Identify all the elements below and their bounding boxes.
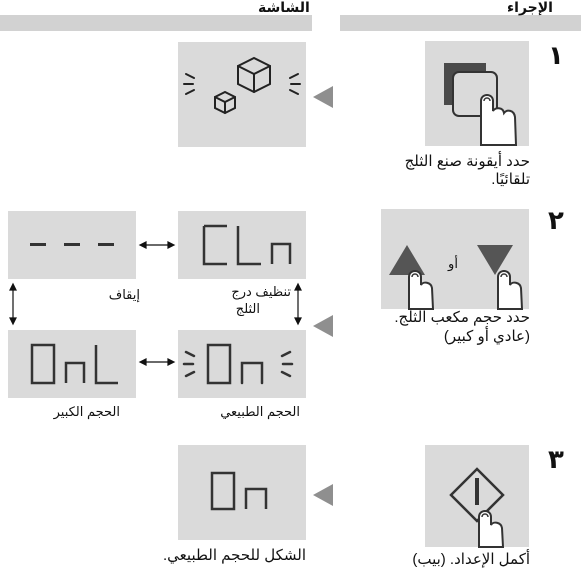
step-1-instruction-line1: حدد أيقونة صنع الثلج (404, 153, 530, 170)
step-1-arrow-icon (313, 86, 333, 108)
step-2-arrow-icon (313, 315, 333, 337)
step-3-number: ٣ (548, 444, 564, 474)
display-normal-size (178, 330, 306, 398)
auto-ice-icon-press-illustration (444, 63, 518, 146)
label-off: إيقاف (108, 287, 140, 302)
auto-ice-button-panel (425, 41, 529, 146)
display-header: الشاشة (258, 0, 310, 15)
label-large-size: الحجم الكبير (53, 404, 120, 419)
label-normal-size: الحجم الطبيعي (220, 404, 300, 419)
display-on-segments (182, 343, 294, 385)
or-label: أو (448, 256, 458, 271)
step-3-display-caption: الشكل للحجم الطبيعي. (163, 547, 306, 564)
display-off-dashes (30, 243, 114, 246)
display-off (8, 211, 136, 279)
step-2-instruction-line2: (عادي أو كبير) (443, 328, 530, 345)
up-arrow-button-press-illustration (389, 245, 435, 310)
power-button-panel (425, 445, 529, 548)
step-3-display-panel (178, 445, 306, 540)
display-header-bar (0, 15, 312, 31)
ice-cubes-display-icon (183, 56, 301, 115)
step-2-instruction-line1: حدد حجم مكعب الثلج. (394, 309, 530, 326)
step-3-instruction: أكمل الإعداد. (بيب) (412, 551, 530, 568)
display-onl-segments (30, 343, 118, 385)
step-1-display-panel (178, 42, 306, 147)
procedure-header: الإجراء (507, 0, 553, 15)
down-arrow-button-press-illustration (477, 245, 524, 310)
step-2-number: ٢ (548, 205, 564, 235)
display-clean-ice-tray (178, 211, 306, 279)
label-clean-ice-tray-line2: الثلج (235, 301, 260, 316)
procedure-header-bar (340, 15, 581, 31)
label-clean-ice-tray-line1: تنظيف درج (231, 284, 291, 299)
step-1-number: ١ (548, 40, 564, 70)
power-diamond-button-press-illustration (449, 467, 505, 548)
step-1-instruction-line2: تلقائيًا. (491, 171, 530, 188)
display-cln-segments (202, 224, 292, 266)
display-large-size (8, 330, 136, 398)
step-3-arrow-icon (313, 484, 333, 506)
size-buttons-panel (381, 209, 529, 310)
display-on-final-segments (210, 471, 268, 511)
